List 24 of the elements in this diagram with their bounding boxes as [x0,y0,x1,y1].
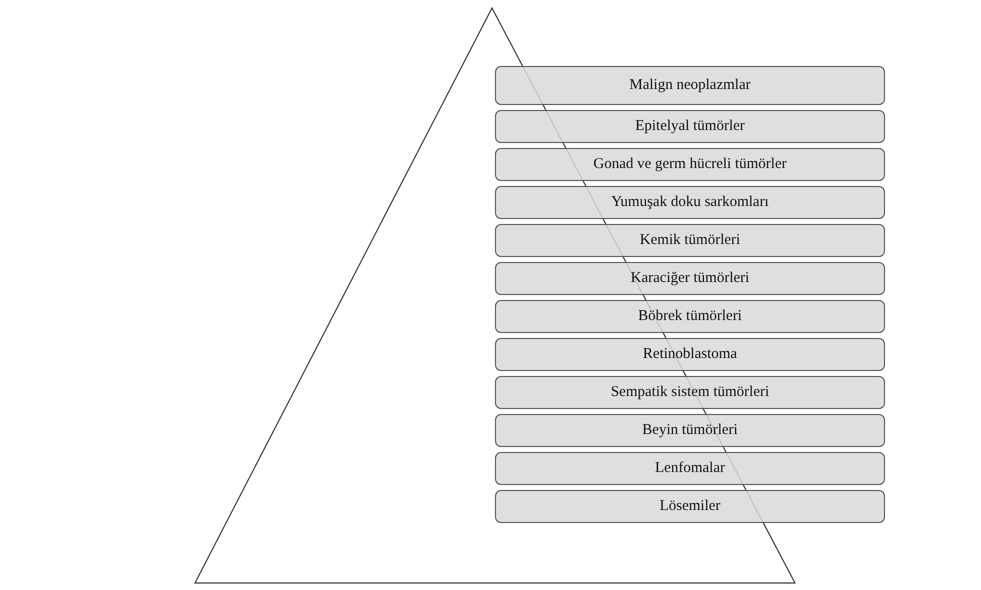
tier-box [495,490,885,523]
tier-label: Kemik tümörleri [640,232,740,249]
tier-box [495,110,885,143]
tier-box [495,300,885,333]
tier-label: Sempatik sistem tümörleri [610,384,770,401]
tier-box [495,66,885,105]
tier-box [495,262,885,295]
tier-box [495,452,885,485]
tier-label: Beyin tümörleri [642,422,738,439]
tier-label: Lösemiler [660,498,720,515]
tier-box [495,338,885,371]
tier-label: Malign neoplazmlar [629,77,751,94]
tier-box [495,376,885,409]
tier-label: Gonad ve germ hücreli tümörler [593,156,787,173]
tier-box [495,414,885,447]
tier-box [495,186,885,219]
tier-label: Karaciğer tümörleri [630,270,750,287]
tier-label: Böbrek tümörleri [638,308,742,325]
tier-label: Lenfomalar [655,460,725,477]
tier-label: Retinoblastoma [642,346,738,363]
tier-box [495,224,885,257]
tier-label: Yumuşak doku sarkomları [611,194,769,211]
tier-label: Epitelyal tümörler [635,118,745,135]
tier-box [495,148,885,181]
